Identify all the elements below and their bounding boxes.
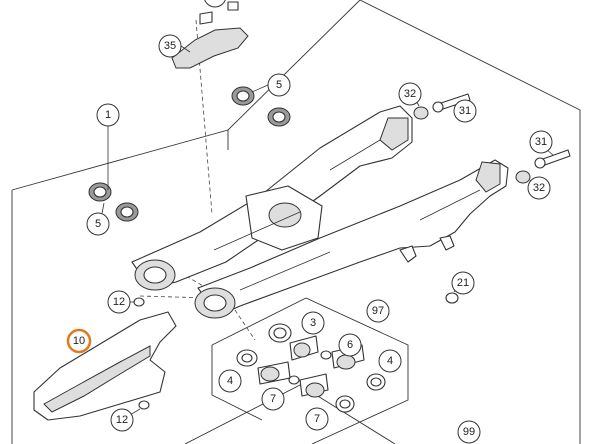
callout-7-left: 7 [261,387,285,411]
svg-text:99: 99 [463,426,475,438]
shock-mount-boss [268,202,302,228]
chain-guide-plate [171,27,249,69]
axle-slot-left [379,117,409,151]
callout-7-right: 7 [305,407,329,431]
callout-4-left: 4 [218,369,242,393]
svg-text:12: 12 [116,414,128,426]
callout-5-left: 5 [86,212,110,236]
svg-text:5: 5 [276,79,282,91]
callout-21: 21 [451,271,475,295]
svg-text:4: 4 [227,375,233,387]
callout-32-right: 32 [527,176,551,200]
svg-text:35: 35 [164,40,176,52]
callout-99: 99 [457,420,481,444]
svg-text:5: 5 [95,218,101,230]
svg-text:10: 10 [73,335,85,347]
svg-text:3: 3 [310,317,316,329]
bolt-21 [445,292,459,304]
axle-slot-right [475,161,501,193]
svg-text:31: 31 [535,136,547,148]
callout-3: 3 [301,311,325,335]
callout-6: 6 [338,333,362,357]
callout-12-upper: 12 [107,290,131,314]
callout-31-upper: 31 [453,99,477,123]
svg-text:16: 16 [209,0,221,2]
svg-text:7: 7 [314,413,320,425]
svg-text:32: 32 [533,182,545,194]
screw-12-lower [138,400,150,410]
callout-1: 1 [96,103,120,127]
callout-32-upper: 32 [398,82,422,106]
assembly-frame-99 [184,384,396,444]
main-assembly-frame [11,0,581,444]
cap-bushings [88,86,291,222]
top-bolt [199,11,213,25]
assembly-frames [11,0,581,444]
svg-text:12: 12 [113,296,125,308]
svg-text:7: 7 [270,393,276,405]
bearing-kit-frame-97 [211,297,409,444]
callout-12-lower: 12 [110,408,134,432]
swingarm-right-arm [197,159,509,317]
callout-16: 16 [204,0,226,8]
swingarm [131,105,509,319]
callout-35: 35 [158,34,182,58]
callouts: 16 35 1 5 5 32 31 31 [66,0,553,444]
callout-31-right: 31 [529,130,553,154]
bearing-kit-parts [236,323,386,413]
svg-text:6: 6 [347,339,353,351]
axle-adjuster-bolts [432,93,571,169]
callout-97: 97 [366,299,390,323]
screw-12-upper [133,297,145,307]
svg-text:32: 32 [404,88,416,100]
callout-10-highlighted: 10 [66,328,92,354]
svg-text:97: 97 [372,305,384,317]
svg-text:4: 4 [387,355,393,367]
adjuster-nuts [413,106,531,184]
callout-5-upper: 5 [267,73,291,97]
svg-text:21: 21 [457,277,469,289]
svg-text:1: 1 [105,109,111,121]
leader-lines [99,45,554,419]
svg-text:31: 31 [459,105,471,117]
callout-4-right: 4 [378,349,402,373]
